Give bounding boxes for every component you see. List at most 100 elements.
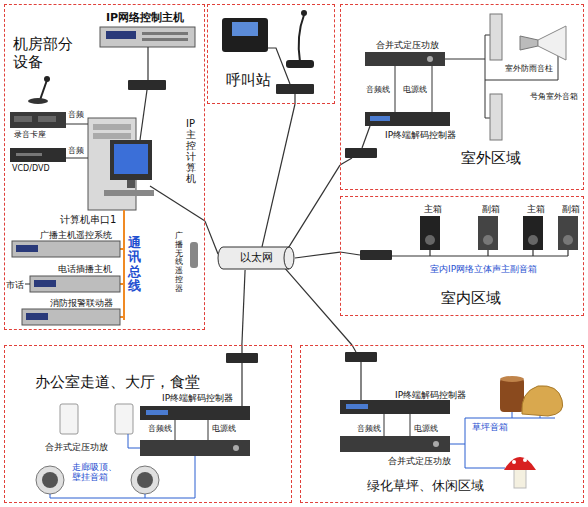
network-cable [241,345,242,353]
device-label: 主箱 [424,204,442,214]
mushroom-stem [514,468,526,488]
device-display [16,245,38,252]
vertical-label: 通讯总线 [128,236,141,293]
amplifier [140,440,250,456]
decoder-display [346,404,368,409]
device-label: 合并式定压功放 [388,456,451,466]
stump-top [500,376,524,382]
ip-decoder [140,406,250,420]
ip-decoder [365,112,450,126]
host-panel [142,32,188,35]
device-label: 广播主机遥控系统 [40,230,112,240]
network-link [285,268,352,345]
remote-control [190,242,198,268]
network-cable [140,90,147,140]
region-box: 呼叫站 [207,4,335,104]
network-switch [345,352,377,362]
audio-cable [175,420,176,440]
keyboard [104,190,154,196]
decoder-display [370,116,390,121]
rock-speaker [522,386,563,416]
call-station [222,18,268,52]
device-label: 室外防雨音柱 [505,64,553,73]
speaker-cone [42,472,58,488]
horn-speaker [538,26,566,60]
region-box: 室内区域 [340,196,584,316]
device-label: 号角室外音箱 [530,92,578,101]
speaker-cone [137,472,153,488]
network-cable [241,363,242,406]
horn-driver [520,36,538,50]
device-label: 计算机串口1 [60,214,116,226]
speaker-cone [528,235,538,245]
device-label: IP终端解码控制器 [395,390,466,400]
device-label: 电源线 [212,424,236,433]
amp-knob [433,441,439,447]
microphone-neck [299,15,304,62]
device-label: 主箱 [527,204,545,214]
device-label: 电话插播主机 [58,264,112,274]
cap-dot [523,458,527,462]
device-label: 音频线 [357,424,381,433]
host-panel [142,38,188,41]
amplifier [365,52,445,66]
speaker-cone [483,235,493,245]
ceiling-speaker [36,466,64,494]
column-speaker [490,14,502,60]
host-display [106,31,136,39]
region-title: 室内区域 [441,289,501,307]
microphone-head [301,10,307,16]
device-label: 走廊吸顶、壁挂音箱 [72,462,120,483]
control-host [100,27,195,47]
phone-line [25,284,30,285]
network-cable [340,252,360,255]
region-title: 机房部分设备 [13,35,75,71]
device-label: 音频线 [366,85,390,94]
wall-speaker [60,404,78,434]
speaker-cone [563,235,573,245]
device-label: 副箱 [482,204,500,214]
cylinder-body [218,247,294,269]
node-label: 以太网 [240,251,273,264]
comm-bus [120,283,124,285]
network-cable [362,126,370,148]
microphone-neck [40,80,47,100]
region-title: 呼叫站 [226,71,271,89]
cap-dot [512,460,516,464]
device-label: 音频 [68,110,84,119]
audio-cable [395,66,396,112]
network-link [295,252,340,258]
power-cable [410,414,411,436]
cassette-deck [10,112,66,128]
vertical-label: IP主控计算机 [186,118,196,184]
microphone-head [44,76,50,82]
network-switch [345,148,377,158]
device-display [26,313,48,320]
network-link [287,165,340,250]
region-title: 办公室走道、大厅，食堂 [35,373,200,391]
network-switch [128,80,166,90]
device-label: 合并式定压功放 [45,442,108,452]
device-label: 音频 [68,146,84,155]
device-label: 消防报警联动器 [50,298,113,308]
device-label: IP终端解码控制器 [162,393,233,403]
network-cable [147,47,148,80]
sub-speaker [478,216,498,250]
monitor [110,140,152,180]
amp-knob [233,445,239,451]
device-label: 草坪音箱 [472,422,508,432]
network-switch [360,250,392,260]
comm-bus [120,248,124,250]
region-box: 绿化草坪、休闲区域 [300,345,584,503]
audio-cable [66,124,88,125]
mushroom-cap [504,457,536,470]
deck-slot [14,116,32,122]
device-label: 市话 [6,280,24,290]
amplifier [340,436,450,452]
comm-bus [123,210,125,320]
region-title: 绿化草坪、休闲区域 [367,478,484,494]
network-cable [352,345,356,352]
device-label: 副箱 [562,204,580,214]
drive-bay [93,133,131,139]
